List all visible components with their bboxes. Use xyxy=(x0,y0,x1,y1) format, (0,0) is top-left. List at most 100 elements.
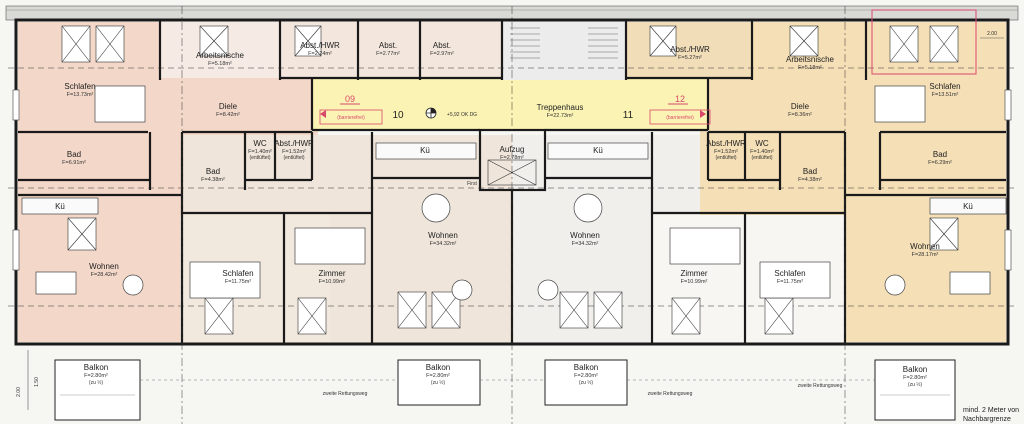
room-name-bad-right: Bad xyxy=(933,150,947,159)
room-area-wc-right: F=1.40m² xyxy=(750,149,774,155)
balcony-extra-2: (zu ½) xyxy=(431,379,446,386)
room-name-bad-left: Bad xyxy=(67,150,81,159)
room-name-arbeitsnische-left: Arbeitsnische xyxy=(196,51,245,60)
apartment-12-code: 12 xyxy=(675,94,685,104)
rescue-label-2: zweite Rettungsweg xyxy=(648,391,693,397)
rescue-label-3: zweite Rettungsweg xyxy=(798,383,843,389)
room-area-treppenhaus: F=22.73m² xyxy=(547,113,574,119)
room-name-treppenhaus: Treppenhaus xyxy=(537,103,584,112)
room-name-bad-left-2: Bad xyxy=(206,167,220,176)
balcony-name-2: Balkon xyxy=(426,363,450,372)
room-name-zimmer-ml: Zimmer xyxy=(318,269,345,278)
room-area-schlafen-mr: F=11.75m² xyxy=(777,279,804,285)
room-name-wohnen-right: Wohnen xyxy=(910,242,940,251)
kitchen-counters xyxy=(21,142,1007,215)
balcony-name-1: Balkon xyxy=(84,363,108,372)
room-name-wohnen-mr: Wohnen xyxy=(570,231,600,240)
apartment-12-note: (barrierefrei) xyxy=(666,115,694,121)
balcony-area-2: F=2.80m² xyxy=(426,373,450,379)
room-name-abst-hwr-left: Abst./HWR xyxy=(300,41,340,50)
skylights xyxy=(61,25,959,335)
boundary-note-2: Nachbargrenze xyxy=(963,416,1011,423)
kitchen-label-mid: Kü xyxy=(593,146,603,155)
interior-walls xyxy=(18,20,1006,344)
balcony-area-4: F=2.80m² xyxy=(903,375,927,381)
room-extra-abst-hwr-left-2: (entlüftet) xyxy=(283,155,304,161)
room-area-diele-left: F=8.42m² xyxy=(216,112,240,118)
room-area-diele-right: F=8.36m² xyxy=(788,112,812,118)
room-name-bad-right-2: Bad xyxy=(803,167,817,176)
room-area-zimmer-ml: F=10.99m² xyxy=(319,279,346,285)
boundary-note: mind. 2 Meter von xyxy=(963,407,1019,414)
room-extra-wc-right: (entlüftet) xyxy=(751,155,772,161)
room-extra-wc-left: (entlüftet) xyxy=(249,155,270,161)
furniture xyxy=(35,85,991,301)
room-name-abst-left: Abst. xyxy=(379,41,397,50)
room-area-arbeitsnische-left: F=5.18m² xyxy=(208,61,232,67)
room-name-abst-hwr-right-2: Abst./HWR xyxy=(706,139,746,148)
room-area-abst-hwr-left: F=2.24m² xyxy=(308,51,332,57)
apartment-11-number: 11 xyxy=(623,110,634,121)
room-area-abst-hwr-right-2: F=1.52m² xyxy=(714,149,738,155)
room-area-abst-right: F=2.97m² xyxy=(430,51,454,57)
stairs-fill xyxy=(502,22,626,80)
kitchen-label-left: Kü xyxy=(420,146,430,155)
room-name-wohnen-left: Wohnen xyxy=(89,262,119,271)
rescue-label-1: zweite Rettungsweg xyxy=(323,391,368,397)
dimension-left: 2.00 xyxy=(16,387,22,397)
room-extra-abst-hwr-right-2: (entlüftet) xyxy=(715,155,736,161)
room-area-schlafen-ml: F=11.75m² xyxy=(225,279,252,285)
room-area-bad-right-2: F=4.38m² xyxy=(798,177,822,183)
balcony-area-3: F=2.80m² xyxy=(574,373,598,379)
balcony-extra-4: (zu ½) xyxy=(908,381,923,388)
room-name-diele-right: Diele xyxy=(791,102,810,111)
axis-lines xyxy=(181,6,846,424)
room-area-bad-left-2: F=4.38m² xyxy=(201,177,225,183)
balcony-name-4: Balkon xyxy=(903,365,927,374)
kitchen-label-left-apt: Kü xyxy=(55,202,65,211)
highlight-box xyxy=(871,9,977,75)
corridor-fill xyxy=(312,78,708,130)
balcony-outlines xyxy=(54,359,956,421)
room-name-schlafen-left: Schlafen xyxy=(64,82,95,91)
room-name-abst-right: Abst. xyxy=(433,41,451,50)
room-name-wohnen-ml: Wohnen xyxy=(428,231,458,240)
first-label: First xyxy=(467,181,477,187)
room-area-wohnen-ml: F=34.32m² xyxy=(430,241,457,247)
room-area-abst-hwr-left-2: F=1.52m² xyxy=(282,149,306,155)
balcony-area-1: F=2.80m² xyxy=(84,373,108,379)
room-name-schlafen-mr: Schlafen xyxy=(774,269,805,278)
room-area-zimmer-mr: F=10.99m² xyxy=(681,279,708,285)
kitchen-label-right-apt: Kü xyxy=(963,202,973,211)
room-name-schlafen-ml: Schlafen xyxy=(222,269,253,278)
room-name-abst-hwr-right: Abst./HWR xyxy=(670,45,710,54)
apartment-09-note: (barrierefrei) xyxy=(337,115,365,121)
room-name-abst-hwr-left-2: Abst./HWR xyxy=(274,139,314,148)
room-name-schlafen-right: Schlafen xyxy=(929,82,960,91)
room-area-wohnen-mr: F=34.32m² xyxy=(572,241,599,247)
balcony-name-3: Balkon xyxy=(574,363,598,372)
room-area-wohnen-left: F=28.42m² xyxy=(91,272,118,278)
room-name-diele-left: Diele xyxy=(219,102,238,111)
room-name-aufzug: Aufzug xyxy=(500,145,525,154)
room-area-wc-left: F=1.40m² xyxy=(248,149,272,155)
room-area-bad-left: F=6.91m² xyxy=(62,160,86,166)
room-name-wc-left: WC xyxy=(253,139,267,148)
elevator-cross xyxy=(487,159,537,186)
room-area-arbeitsnische-right: F=5.18m² xyxy=(798,65,822,71)
room-name-zimmer-mr: Zimmer xyxy=(680,269,707,278)
room-area-aufzug: F=2.78m² xyxy=(500,155,524,161)
apartment-10-number: 10 xyxy=(392,110,404,121)
room-area-abst-left: F=2.77m² xyxy=(376,51,400,57)
room-area-schlafen-right: F=13.51m² xyxy=(932,92,959,98)
apartment-09-code: 09 xyxy=(345,94,355,104)
level-text: +5,92 OK DG xyxy=(447,112,477,118)
level-marker-icon xyxy=(425,107,437,119)
top-right-rooms-fill xyxy=(626,22,750,78)
apartment-markers xyxy=(319,103,711,125)
dimension-150: 1.50 xyxy=(34,377,40,387)
room-area-schlafen-left: F=13.73m² xyxy=(67,92,94,98)
room-name-wc-right: WC xyxy=(755,139,769,148)
balcony-extra-1: (zu ½) xyxy=(89,379,104,386)
